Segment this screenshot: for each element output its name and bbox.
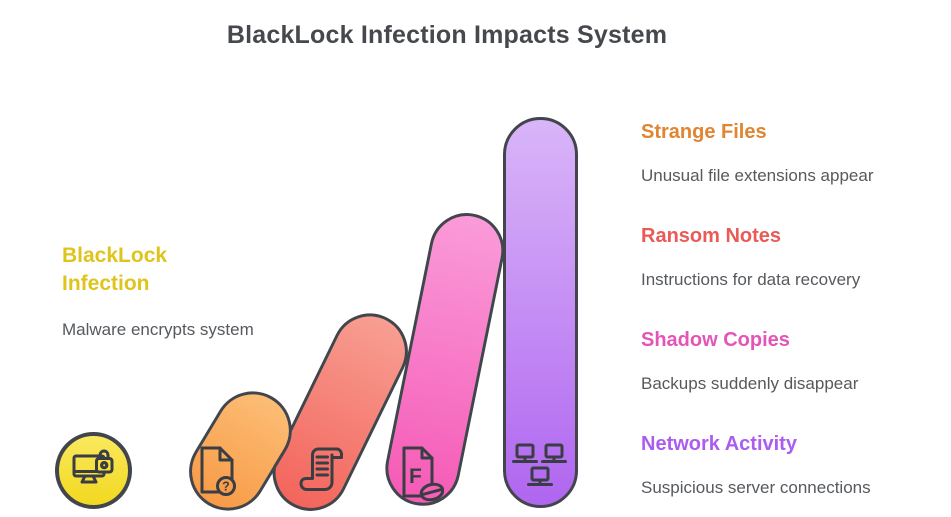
start-heading: BlackLock Infection xyxy=(62,242,302,298)
question-mark-glyph: ? xyxy=(222,480,230,494)
ransom-note-icon xyxy=(295,442,345,499)
stage-label: Network Activity xyxy=(641,433,797,455)
stage-description: Unusual file extensions appear xyxy=(641,166,874,185)
stage-entry-ransom-notes: Ransom Notes Instructions for data recov… xyxy=(641,224,931,290)
start-label-block: BlackLock Infection Malware encrypts sys… xyxy=(62,242,302,340)
blocked-file-icon: F xyxy=(396,444,445,507)
stage-entry-shadow-copies: Shadow Copies Backups suddenly disappear xyxy=(641,328,931,394)
stage-label: Strange Files xyxy=(641,121,767,143)
stage-description: Suspicious server connections xyxy=(641,478,871,497)
stage-label: Shadow Copies xyxy=(641,329,790,351)
page-title: BlackLock Infection Impacts System xyxy=(226,21,668,49)
start-description: Malware encrypts system xyxy=(62,320,254,339)
unknown-file-icon: ? xyxy=(192,444,240,501)
letter-f-glyph: F xyxy=(409,465,422,488)
stage-description: Backups suddenly disappear xyxy=(641,374,859,393)
network-computers-icon xyxy=(512,441,568,498)
start-heading-line2: Infection xyxy=(62,272,150,295)
locked-computer-badge xyxy=(55,432,132,509)
stage-label: Ransom Notes xyxy=(641,225,782,247)
pill-network-activity xyxy=(503,117,578,508)
stage-entry-strange-files: Strange Files Unusual file extensions ap… xyxy=(641,120,931,186)
start-heading-line1: BlackLock xyxy=(62,244,168,267)
stage-entry-network-activity: Network Activity Suspicious server conne… xyxy=(641,432,931,498)
locked-computer-icon xyxy=(72,449,113,483)
stage-description: Instructions for data recovery xyxy=(641,270,861,289)
